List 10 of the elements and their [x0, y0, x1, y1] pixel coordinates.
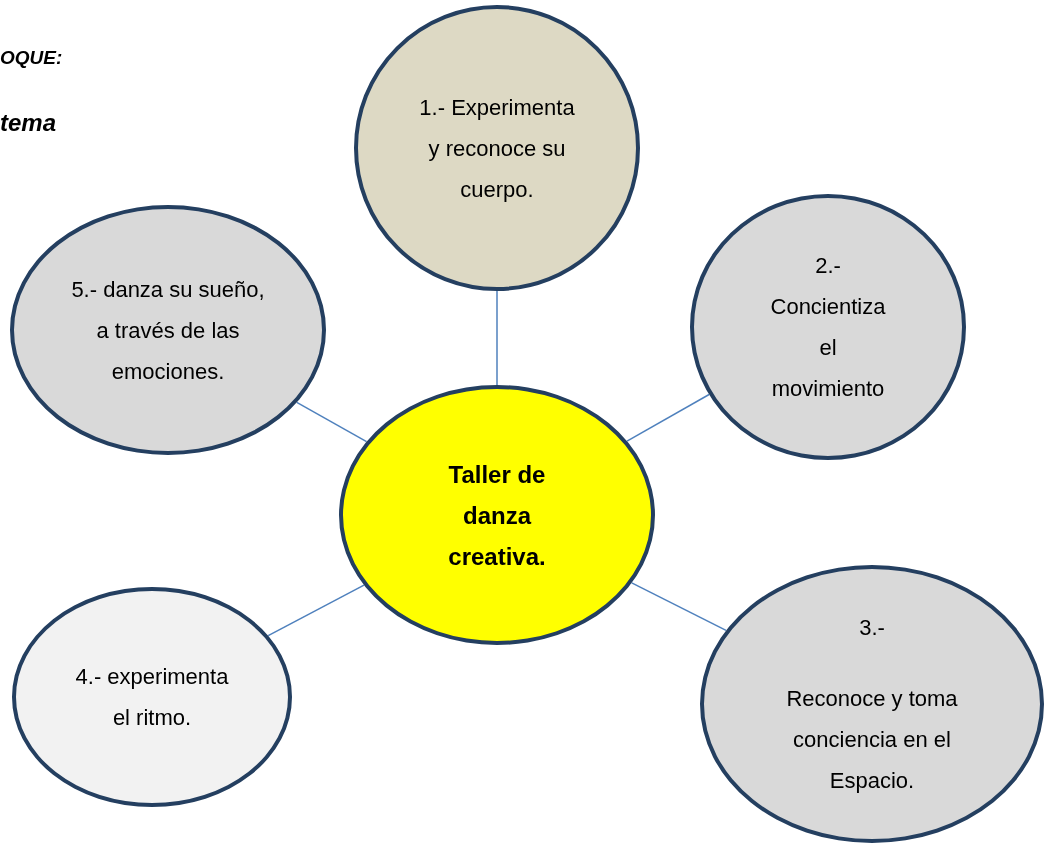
node-text: 5.- danza su sueño, a través de las emociones.: [70, 275, 266, 386]
heading-fragment: tema: [0, 108, 57, 138]
node-text: 4.- experimenta el ritmo.: [74, 663, 230, 732]
node-text: 1.- Experimenta y reconoce su cuerpo.: [418, 93, 576, 204]
node-text: 2.- Concientiza el movimiento: [769, 252, 887, 403]
heading-fragment: OQUE:: [0, 46, 63, 70]
connector-line: [496, 290, 498, 386]
node-text: 3.-: [858, 614, 886, 642]
node-text: Reconoce y toma conciencia en el Espacio.: [785, 685, 959, 795]
center-topic-text: Taller de danza creativa.: [447, 459, 547, 572]
